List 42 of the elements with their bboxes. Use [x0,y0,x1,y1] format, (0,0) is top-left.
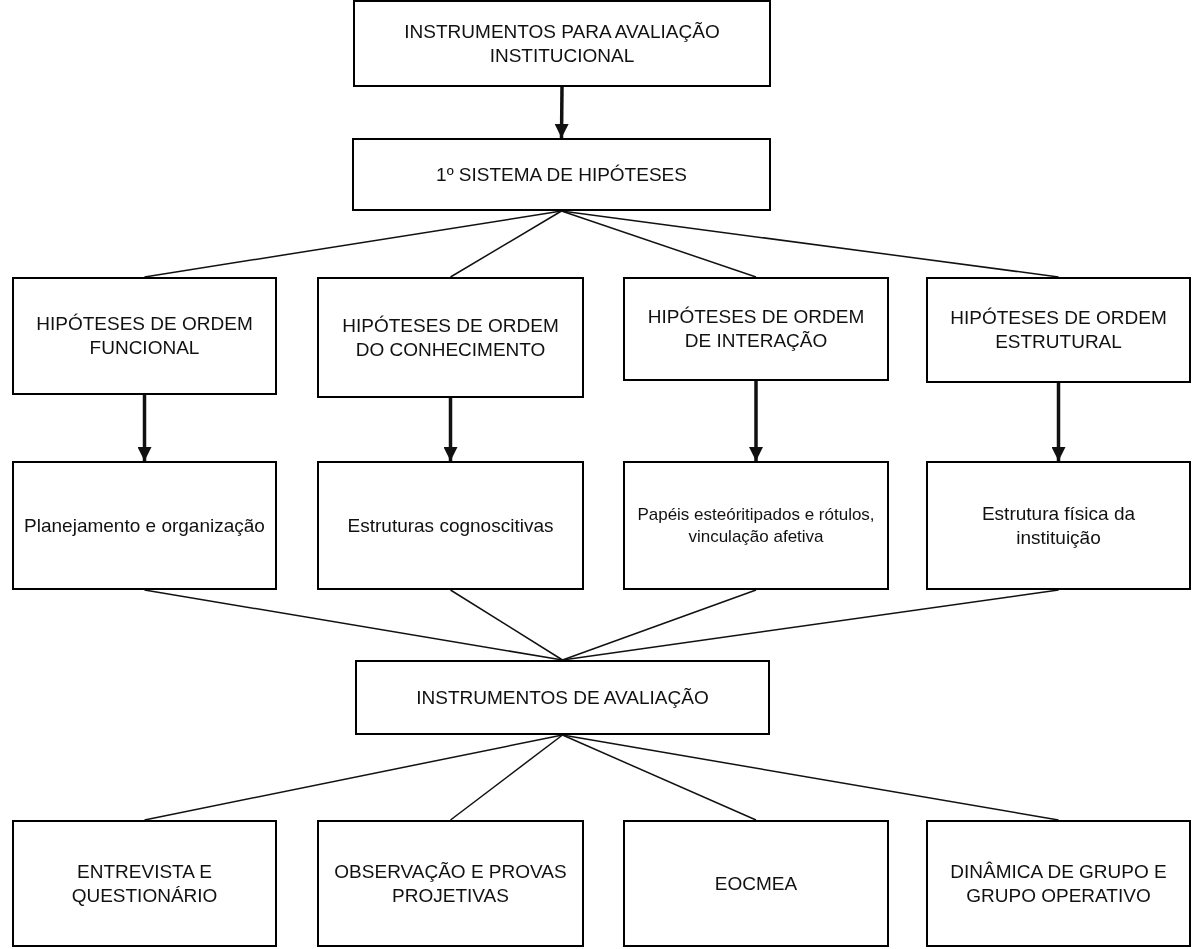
box-label: INSTRUMENTOS DE AVALIAÇÃO [416,685,709,710]
connector-line [449,589,564,661]
arrow [443,398,458,461]
connector-line [449,210,563,278]
box-label: EOCMEA [714,871,798,896]
connector-line [561,589,1060,661]
box-label: OBSERVAÇÃO E PROVAS PROJETIVAS [333,859,568,908]
process-box [12,277,277,395]
process-box [623,461,889,590]
box-label: HIPÓTESES DE ORDEM DE INTERAÇÃO [646,305,866,353]
process-box [355,660,770,735]
process-box [12,820,277,947]
process-box [926,820,1191,947]
arrow [749,381,763,461]
process-box [926,277,1191,383]
box-label: ENTREVISTA E QUESTIONÁRIO [70,859,219,908]
process-box [623,820,889,947]
connector-line [561,734,757,821]
box-label: Estrutura física da instituição [980,501,1137,550]
box-label: 1º SISTEMA DE HIPÓTESES [436,162,687,187]
process-box [353,0,771,87]
box-label: HIPÓTESES DE ORDEM FUNCIONAL [35,312,254,360]
box-label: Papéis esteóritipados e rótulos, vinculação afetiva [636,504,876,547]
box-label: Estruturas cognoscitivas [347,513,554,538]
connector-line [561,589,757,661]
box-label: HIPÓTESES DE ORDEM DO CONHECIMENTO [341,313,560,362]
process-box [317,461,584,590]
arrow [137,395,152,461]
process-box [317,820,584,947]
box-label: INSTRUMENTOS PARA AVALIAÇÃO INSTITUCIONAL [403,19,721,68]
connector-line [449,734,564,821]
box-label: HIPÓTESES DE ORDEM ESTRUTURAL [949,306,1168,354]
process-box [623,277,889,381]
process-box [317,277,584,398]
arrow [554,87,569,138]
box-label: DINÂMICA DE GRUPO E GRUPO OPERATIVO [949,859,1168,908]
process-box [926,461,1191,590]
process-box [12,461,277,590]
box-label: Planejamento e organização [24,513,265,538]
arrow [1051,383,1066,461]
connector-line [561,734,1060,821]
process-box [352,138,771,211]
